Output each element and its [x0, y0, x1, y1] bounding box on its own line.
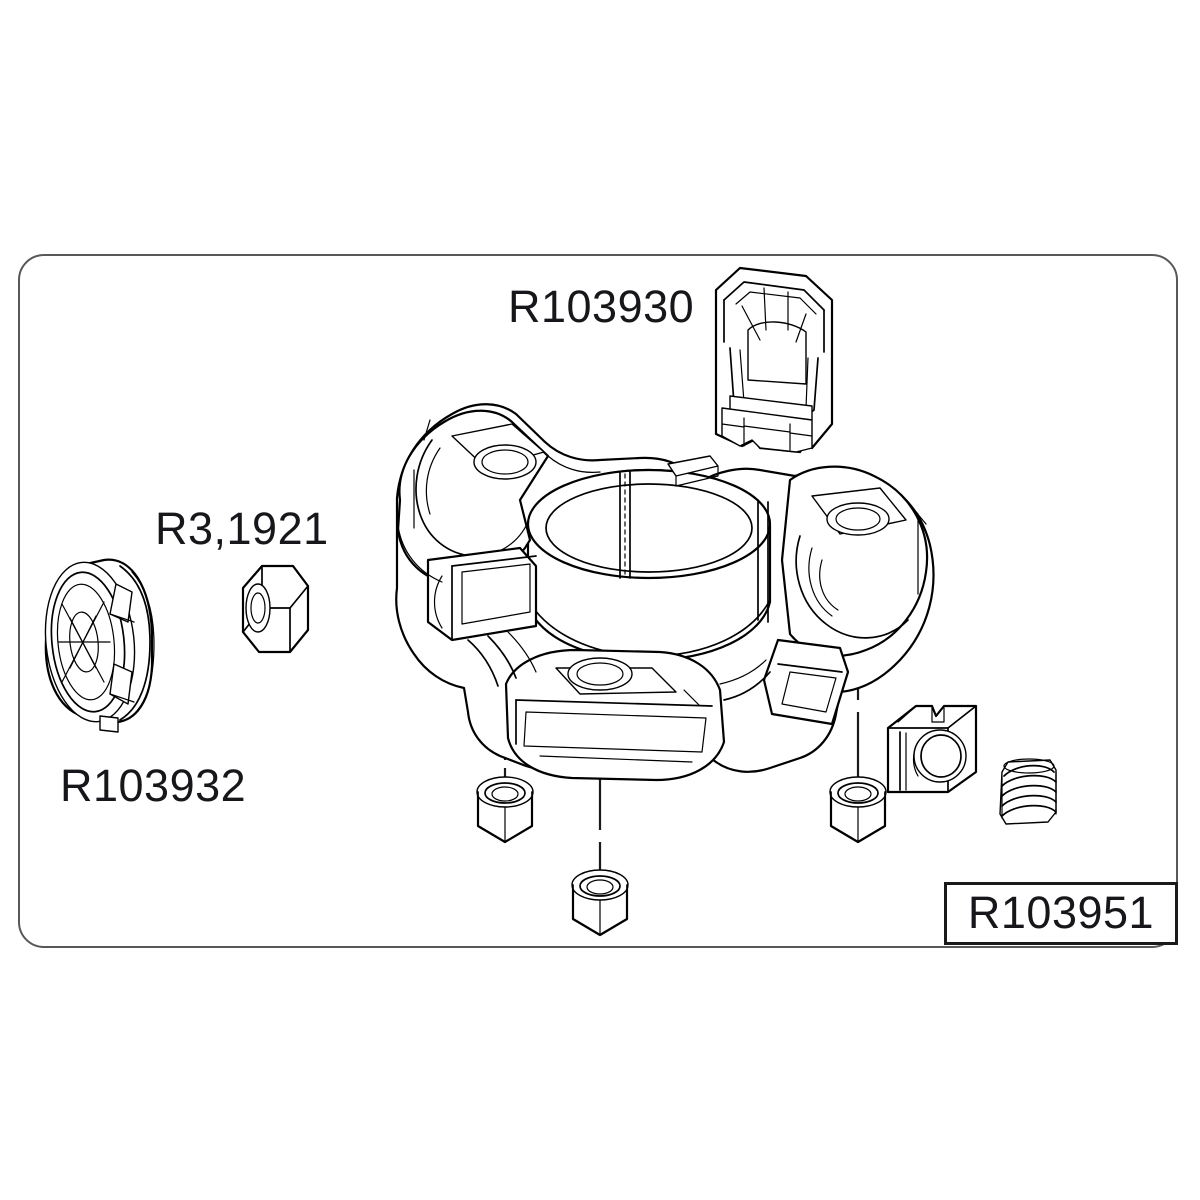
- part-label-r31921: R3,1921: [155, 503, 329, 554]
- assembly-code-text: R103951: [967, 886, 1155, 938]
- assembly-code-box: R103951: [944, 882, 1178, 945]
- diagram-frame: [18, 254, 1178, 948]
- part-label-r103930: R103930: [508, 281, 695, 332]
- part-label-r103932: R103932: [60, 760, 247, 811]
